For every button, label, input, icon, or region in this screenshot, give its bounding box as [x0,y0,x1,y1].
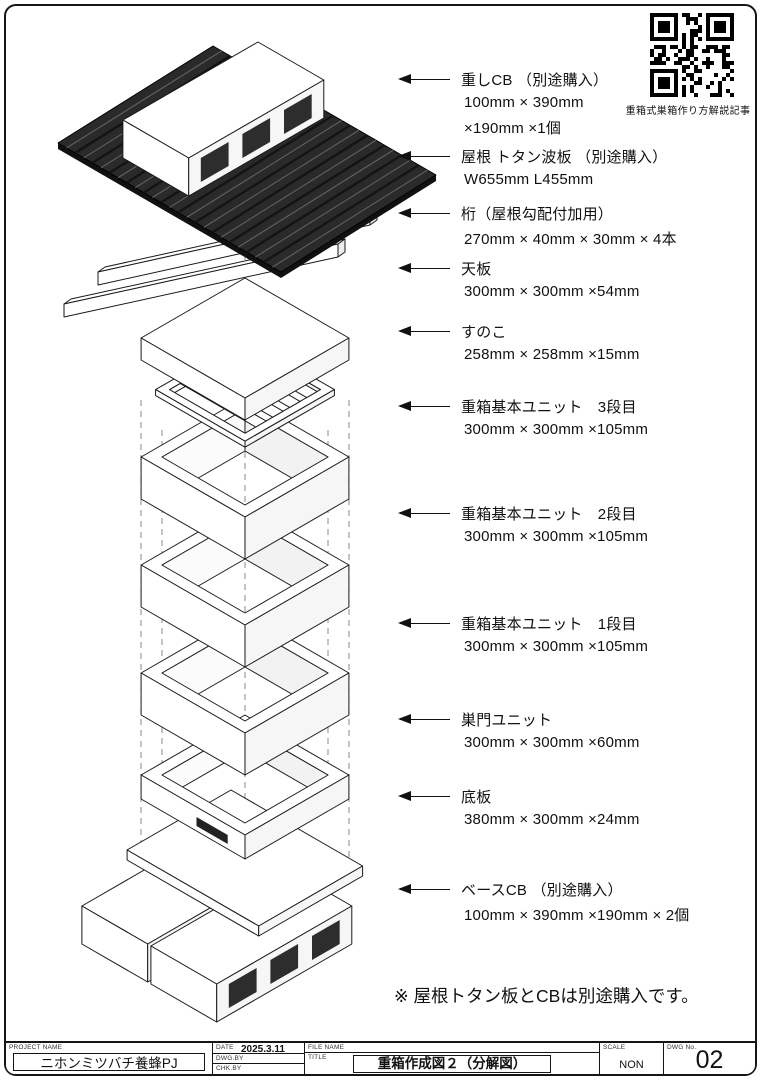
part-name: 巣門ユニット [461,711,553,729]
leader-arrow-icon [398,883,450,894]
part-dims: 300mm × 300mm ×54mm [464,283,640,300]
label-head: 桁（屋根勾配付加用） [398,204,677,223]
leader-arrow-icon [398,790,450,801]
title-block: PROJECT NAME ニホンミツバチ養蜂PJ DATE 2025.3.11 … [6,1041,755,1074]
dwg-no-label: DWG No. [667,1044,697,1051]
label-head: 重箱基本ユニット 1段目 [398,614,648,633]
part-box-unit-3-drawing [140,396,350,560]
project-name-label: PROJECT NAME [9,1044,63,1051]
part-label-box-unit-3: 重箱基本ユニット 3段目 300mm × 300mm ×105mm [398,397,649,438]
part-name: 重箱基本ユニット 3段目 [461,398,637,416]
leader-arrow-icon [398,507,450,518]
part-dims: 258mm × 258mm ×15mm [464,346,640,363]
part-label-top-board: 天板 300mm × 300mm ×54mm [398,259,640,300]
part-dims: 300mm × 300mm ×60mm [464,734,640,751]
label-head: 重しCB （別途購入） [398,70,609,89]
title-block-project-cell: PROJECT NAME ニホンミツバチ養蜂PJ [6,1043,212,1074]
label-head: 重箱基本ユニット 2段目 [398,504,648,523]
part-weight-cb-drawing [122,41,325,197]
title-label: TITLE [308,1054,327,1061]
part-label-box-unit-1: 重箱基本ユニット 1段目 300mm × 300mm ×105mm [398,614,649,655]
part-dims: 300mm × 300mm ×105mm [464,638,649,655]
part-label-sunoko: すのこ 258mm × 258mm ×15mm [398,322,640,363]
title-block-meta-cell: DATE 2025.3.11 DWG.BY CHK.BY [212,1043,304,1074]
file-name-label: FILE NAME [308,1044,345,1051]
qr-caption: 重箱式巣箱作り方解説記事 [625,106,751,117]
date-label: DATE [216,1044,234,1051]
part-dims: 300mm × 300mm ×105mm [464,421,649,438]
chk-by-label: CHK.BY [216,1065,242,1073]
part-label-bottom-board: 底板 380mm × 300mm ×24mm [398,787,640,828]
label-head: 巣門ユニット [398,710,640,729]
title-block-title-cell: FILE NAME TITLE 重箱作成図２（分解図） [304,1043,599,1074]
part-name: 天板 [461,260,492,278]
part-dims: 100mm × 390mm ×190mm × 2個 [464,907,690,924]
part-dims: 100mm × 390mm [464,94,584,111]
part-dims: 300mm × 300mm ×105mm [464,528,649,545]
part-name: 重箱基本ユニット 1段目 [461,615,637,633]
part-name: 重しCB （別途購入） [461,71,609,89]
title-row: TITLE 重箱作成図２（分解図） [305,1053,599,1074]
part-box-unit-1-drawing [140,612,350,776]
label-head: 重箱基本ユニット 3段目 [398,397,648,416]
leader-arrow-icon [398,150,450,161]
leader-arrow-icon [398,73,450,84]
leader-arrow-icon [398,400,450,411]
leader-arrow-icon [398,325,450,336]
label-head: 底板 [398,787,640,806]
part-label-weight-cb: 重しCB （別途購入） 100mm × 390mm ×190mm ×1個 [398,70,609,138]
part-label-entrance-unit: 巣門ユニット 300mm × 300mm ×60mm [398,710,640,751]
leader-arrow-icon [398,713,450,724]
part-name: すのこ [461,323,507,341]
dwg-no-value: 02 [695,1046,724,1074]
part-label-base-cb: ベースCB （別途購入） 100mm × 390mm ×190mm × 2個 [398,880,690,925]
dwg-by-label: DWG.BY [216,1054,244,1062]
chk-by-row: CHK.BY [213,1063,304,1074]
project-name-value: ニホンミツバチ養蜂PJ [13,1053,205,1071]
file-name-row: FILE NAME [305,1043,599,1053]
part-label-box-unit-2: 重箱基本ユニット 2段目 300mm × 300mm ×105mm [398,504,649,545]
title-block-scale-cell: SCALE NON [599,1043,663,1074]
label-head: すのこ [398,322,640,341]
part-name: 桁（屋根勾配付加用） [461,205,614,223]
part-dims: 380mm × 300mm ×24mm [464,811,640,828]
purchase-note: ※ 屋根トタン板とCBは別途購入です。 [394,986,699,1006]
part-label-girder: 桁（屋根勾配付加用） 270mm × 40mm × 30mm × 4本 [398,204,677,249]
title-block-dwg-no-cell: DWG No. 02 [663,1043,755,1074]
part-label-roof-tin-sheet: 屋根 トタン波板 （別途購入） W655mm L455mm [398,147,668,188]
part-name: ベースCB （別途購入） [461,881,623,899]
label-head: 屋根 トタン波板 （別途購入） [398,147,668,166]
scale-value: NON [619,1059,644,1071]
dwg-by-row: DWG.BY [213,1052,304,1064]
label-head: ベースCB （別途購入） [398,880,690,899]
part-dims: W655mm L455mm [464,171,594,188]
label-head: 天板 [398,259,640,278]
part-name: 屋根 トタン波板 （別途購入） [461,148,668,166]
leader-arrow-icon [398,262,450,273]
date-value: 2025.3.11 [241,1044,285,1055]
part-dims: ×190mm ×1個 [464,120,562,137]
date-row: DATE 2025.3.11 [213,1043,304,1055]
scale-label: SCALE [603,1044,626,1051]
qr-code [649,12,735,98]
part-name: 重箱基本ユニット 2段目 [461,505,637,523]
leader-arrow-icon [398,207,450,218]
leader-arrow-icon [398,617,450,628]
part-top-board-drawing [140,277,350,421]
drawing-title: 重箱作成図２（分解図） [352,1054,552,1073]
part-dims: 270mm × 40mm × 30mm × 4本 [464,231,677,248]
part-name: 底板 [461,788,492,806]
